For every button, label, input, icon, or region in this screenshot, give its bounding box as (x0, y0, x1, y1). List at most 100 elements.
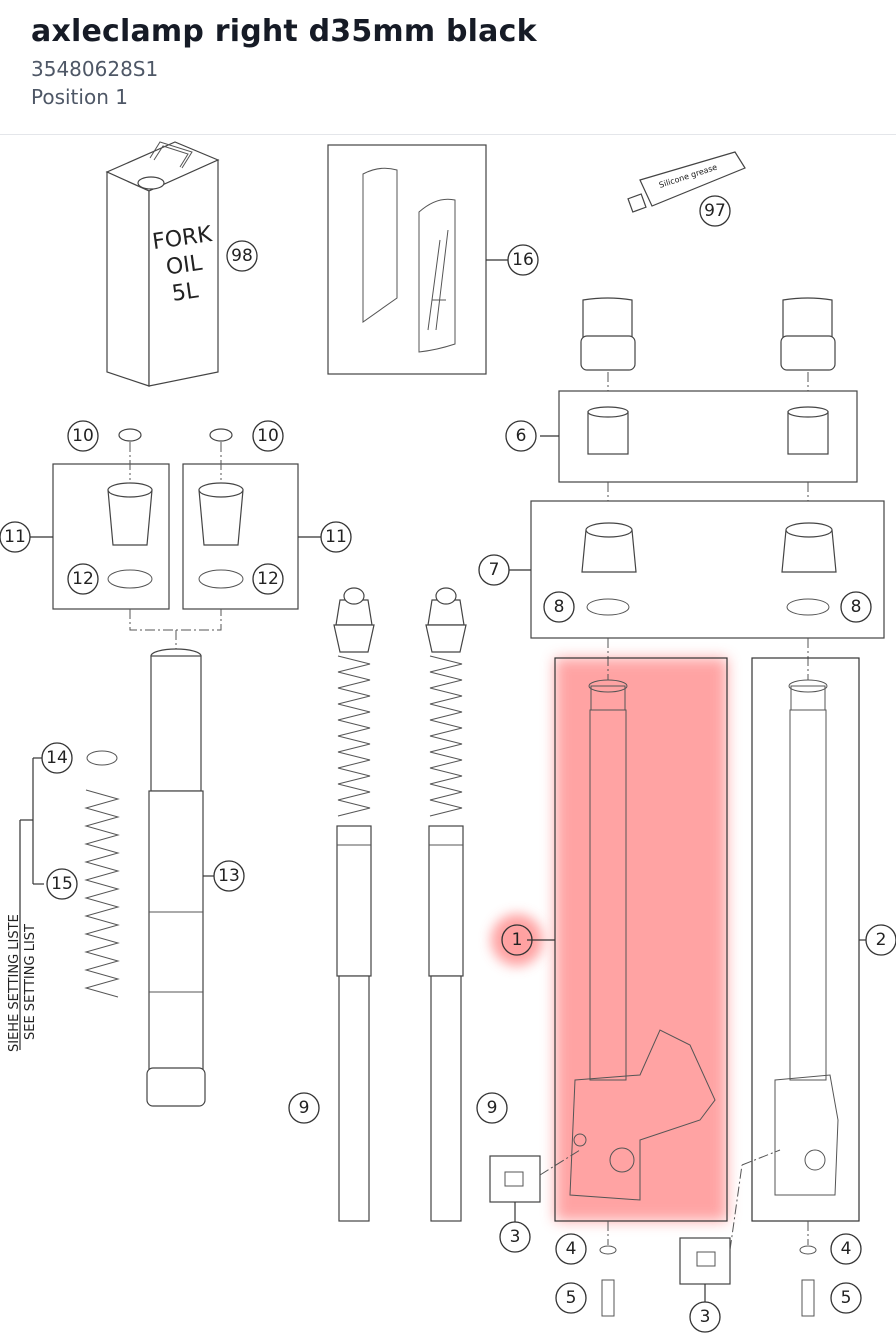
callout-circle (226, 240, 258, 272)
callout-circle (501, 924, 533, 956)
callout-number: 16 (512, 250, 534, 270)
callout-circle (865, 924, 896, 956)
callout-number: 5 (841, 1288, 852, 1308)
callout-number: 12 (257, 569, 279, 589)
callout-11a[interactable]: 11 (0, 521, 31, 553)
fork-tops (580, 297, 836, 420)
callout-number: 3 (510, 1227, 521, 1247)
callout-number: 97 (704, 201, 726, 221)
callout-number: 15 (51, 874, 73, 894)
callout-number: 12 (72, 569, 94, 589)
fork-oil-can: FORK OIL 5L (105, 141, 220, 387)
callout-number: 10 (257, 426, 279, 446)
callout-8a[interactable]: 8 (543, 591, 575, 623)
callout-circle (478, 554, 510, 586)
callout-circle (288, 1092, 320, 1124)
callout-number: 8 (554, 597, 565, 617)
callout-number: 10 (72, 426, 94, 446)
callout-number: 1 (512, 930, 523, 950)
callout-number: 14 (46, 748, 68, 768)
callout-9a[interactable]: 9 (288, 1092, 320, 1124)
callout-8b[interactable]: 8 (840, 591, 872, 623)
callout-9b[interactable]: 9 (476, 1092, 508, 1124)
callout-1[interactable]: 1 (501, 924, 533, 956)
callout-number: 9 (299, 1098, 310, 1118)
callout-circle (840, 591, 872, 623)
callout-number: 7 (489, 560, 500, 580)
bleed-screw-right (679, 1149, 781, 1303)
callout-number: 2 (876, 930, 887, 950)
callout-number: 4 (841, 1239, 852, 1259)
can-label-2: OIL (164, 251, 204, 281)
callout-98[interactable]: 98 (226, 240, 258, 272)
callout-15[interactable]: 15 (46, 868, 78, 900)
callout-circle (476, 1092, 508, 1124)
callout-5a[interactable]: 5 (555, 1282, 587, 1314)
callout-circle (507, 244, 539, 276)
callout-5b[interactable]: 5 (830, 1282, 862, 1314)
callout-7[interactable]: 7 (478, 554, 510, 586)
callout-4b[interactable]: 4 (830, 1233, 862, 1265)
can-label-3: 5L (170, 278, 200, 307)
fork-spring: SIEHE SETTING LISTE SEE SETTING LIST (7, 750, 120, 1052)
callout-number: 6 (516, 426, 527, 446)
outer-tube-left (751, 657, 870, 1222)
callout-circle (830, 1282, 862, 1314)
callout-number: 11 (325, 527, 347, 547)
outer-tube-right (527, 657, 728, 1222)
damping-cartridge-left (333, 587, 375, 1222)
callout-12a[interactable]: 12 (67, 563, 99, 595)
decal-set (327, 144, 510, 375)
washers-and-screws (599, 1221, 817, 1317)
callout-number: 11 (4, 527, 26, 547)
seal-kit (509, 500, 885, 680)
callout-13[interactable]: 13 (213, 860, 245, 892)
callout-11b[interactable]: 11 (320, 521, 352, 553)
compression-head-right (182, 428, 322, 610)
callout-number: 13 (218, 866, 240, 886)
callout-circle (41, 742, 73, 774)
callout-number: 8 (851, 597, 862, 617)
part-number: 35480628S1 (31, 57, 159, 81)
callout-circle (499, 1221, 531, 1253)
callout-circle (252, 563, 284, 595)
callout-circle (555, 1282, 587, 1314)
callout-4a[interactable]: 4 (555, 1233, 587, 1265)
callout-circle (830, 1233, 862, 1265)
callout-circle (46, 868, 78, 900)
callout-circle (505, 420, 537, 452)
callout-14[interactable]: 14 (41, 742, 73, 774)
cartridge-tube (146, 648, 214, 1107)
callout-97[interactable]: 97 (699, 195, 731, 227)
callout-number: 98 (231, 246, 253, 266)
callout-circle (543, 591, 575, 623)
callout-circle (252, 420, 284, 452)
callout-circle (213, 860, 245, 892)
callout-12b[interactable]: 12 (252, 563, 284, 595)
callout-number: 5 (566, 1288, 577, 1308)
callout-circle (320, 521, 352, 553)
callout-16[interactable]: 16 (507, 244, 539, 276)
callout-3b[interactable]: 3 (689, 1301, 721, 1333)
callout-number: 3 (700, 1307, 711, 1327)
bushing-set (540, 390, 858, 520)
bleed-screw-left (489, 1149, 581, 1223)
part-header: axleclamp right d35mm black 35480628S1 P… (0, 0, 896, 135)
callout-circle (67, 563, 99, 595)
callout-circle (67, 420, 99, 452)
callout-6[interactable]: 6 (505, 420, 537, 452)
callout-2[interactable]: 2 (865, 924, 896, 956)
compression-head-left (30, 428, 170, 610)
callout-10b[interactable]: 10 (252, 420, 284, 452)
side-note-en: SEE SETTING LIST (23, 924, 38, 1040)
callout-circle (689, 1301, 721, 1333)
callout-3a[interactable]: 3 (499, 1221, 531, 1253)
callout-number: 9 (487, 1098, 498, 1118)
part-position: Position 1 (31, 85, 128, 109)
callout-circle (555, 1233, 587, 1265)
damping-cartridge-right (425, 587, 467, 1222)
callout-10a[interactable]: 10 (67, 420, 99, 452)
side-note-de: SIEHE SETTING LISTE (7, 914, 22, 1052)
